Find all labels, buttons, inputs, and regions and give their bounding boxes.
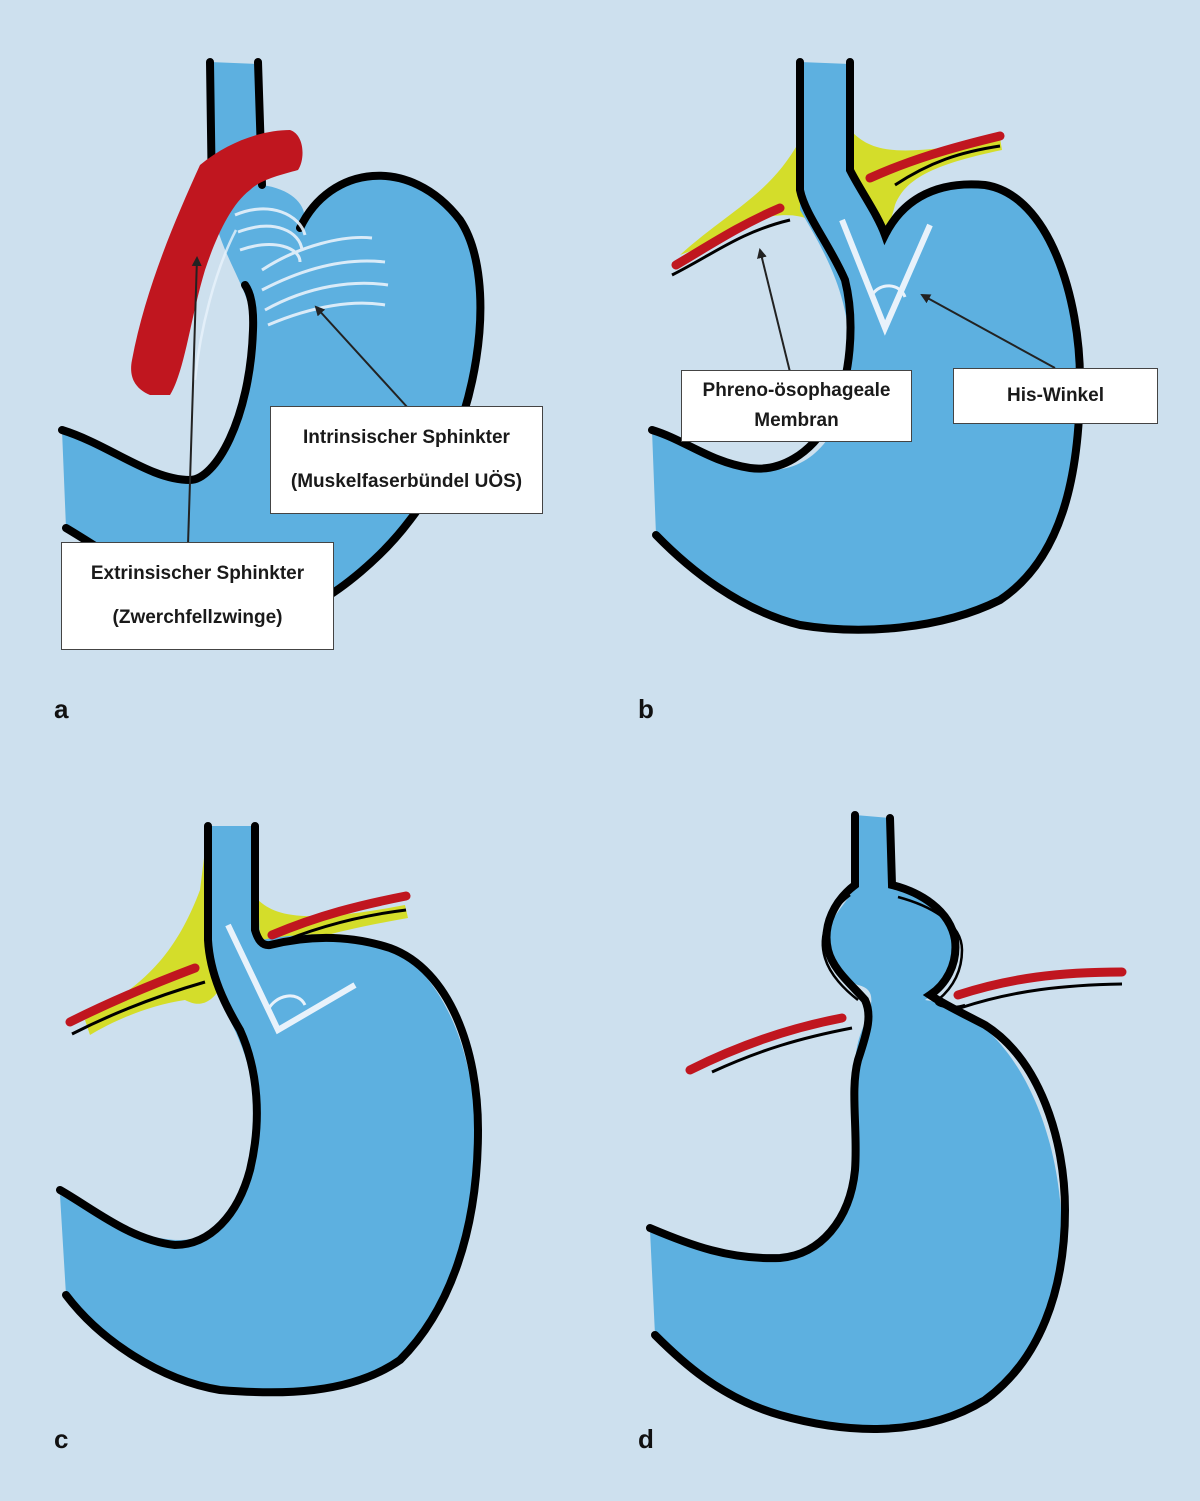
arrow-extrinsic (187, 256, 202, 546)
panel-b (648, 58, 1085, 634)
panel-d (646, 811, 1127, 1433)
extrinsic-line1: Extrinsischer Sphinkter (90, 563, 305, 585)
membrane-line2: Membran (754, 410, 839, 431)
arrow-his (920, 294, 1056, 369)
stomach-c-outline (62, 822, 483, 1397)
stomach-d (650, 815, 1062, 1427)
stomach-d-outline-left (646, 811, 873, 1263)
membrane-callout: Phreno-ösophageale Membran (681, 370, 912, 442)
stomach-c-outline-left (56, 822, 261, 1250)
arrow-membrane (757, 248, 791, 373)
diaphragm-c-left (65, 963, 200, 1027)
stomach-b-outline (652, 58, 1085, 634)
intrinsic-line2: (Muskelfaserbündel UÖS) (290, 471, 523, 492)
his-label: His-Winkel (1007, 385, 1104, 407)
extrinsic-line2: (Zwerchfellzwinge) (112, 607, 283, 628)
diaphragm-b-right (865, 131, 1005, 183)
panel-a (58, 58, 485, 609)
panel-label-b: b (638, 694, 654, 724)
diaphragm-d-right (953, 967, 1127, 1000)
stomach-b (652, 62, 1080, 630)
diaphragm-crus-a (131, 130, 303, 395)
stomach-c (60, 826, 476, 1393)
intrinsic-line1: Intrinsischer Sphinkter (303, 427, 510, 449)
arrow-intrinsic (314, 305, 409, 409)
muscle-fibers (234, 207, 389, 327)
diaphragm-c-right (267, 891, 411, 940)
diaphragm-b-left (671, 203, 785, 270)
his-angle-marker-c (225, 923, 357, 1035)
diaphragm-d-left (685, 1013, 847, 1075)
membrane-line1: Phreno-ösophageale (702, 380, 891, 402)
panel-c (56, 822, 483, 1397)
intrinsic-sphincter-callout: Intrinsischer Sphinkter (Muskelfaserbünd… (270, 406, 543, 514)
stomach-d-outline (651, 814, 1070, 1433)
extrinsic-sphincter-callout: Extrinsischer Sphinkter (Zwerchfellzwing… (61, 542, 334, 650)
panel-label-c: c (54, 1424, 69, 1454)
his-angle-marker (839, 218, 933, 336)
panel-label-a: a (54, 694, 69, 724)
panel-label-d: d (638, 1424, 654, 1454)
his-angle-callout: His-Winkel (953, 368, 1158, 424)
